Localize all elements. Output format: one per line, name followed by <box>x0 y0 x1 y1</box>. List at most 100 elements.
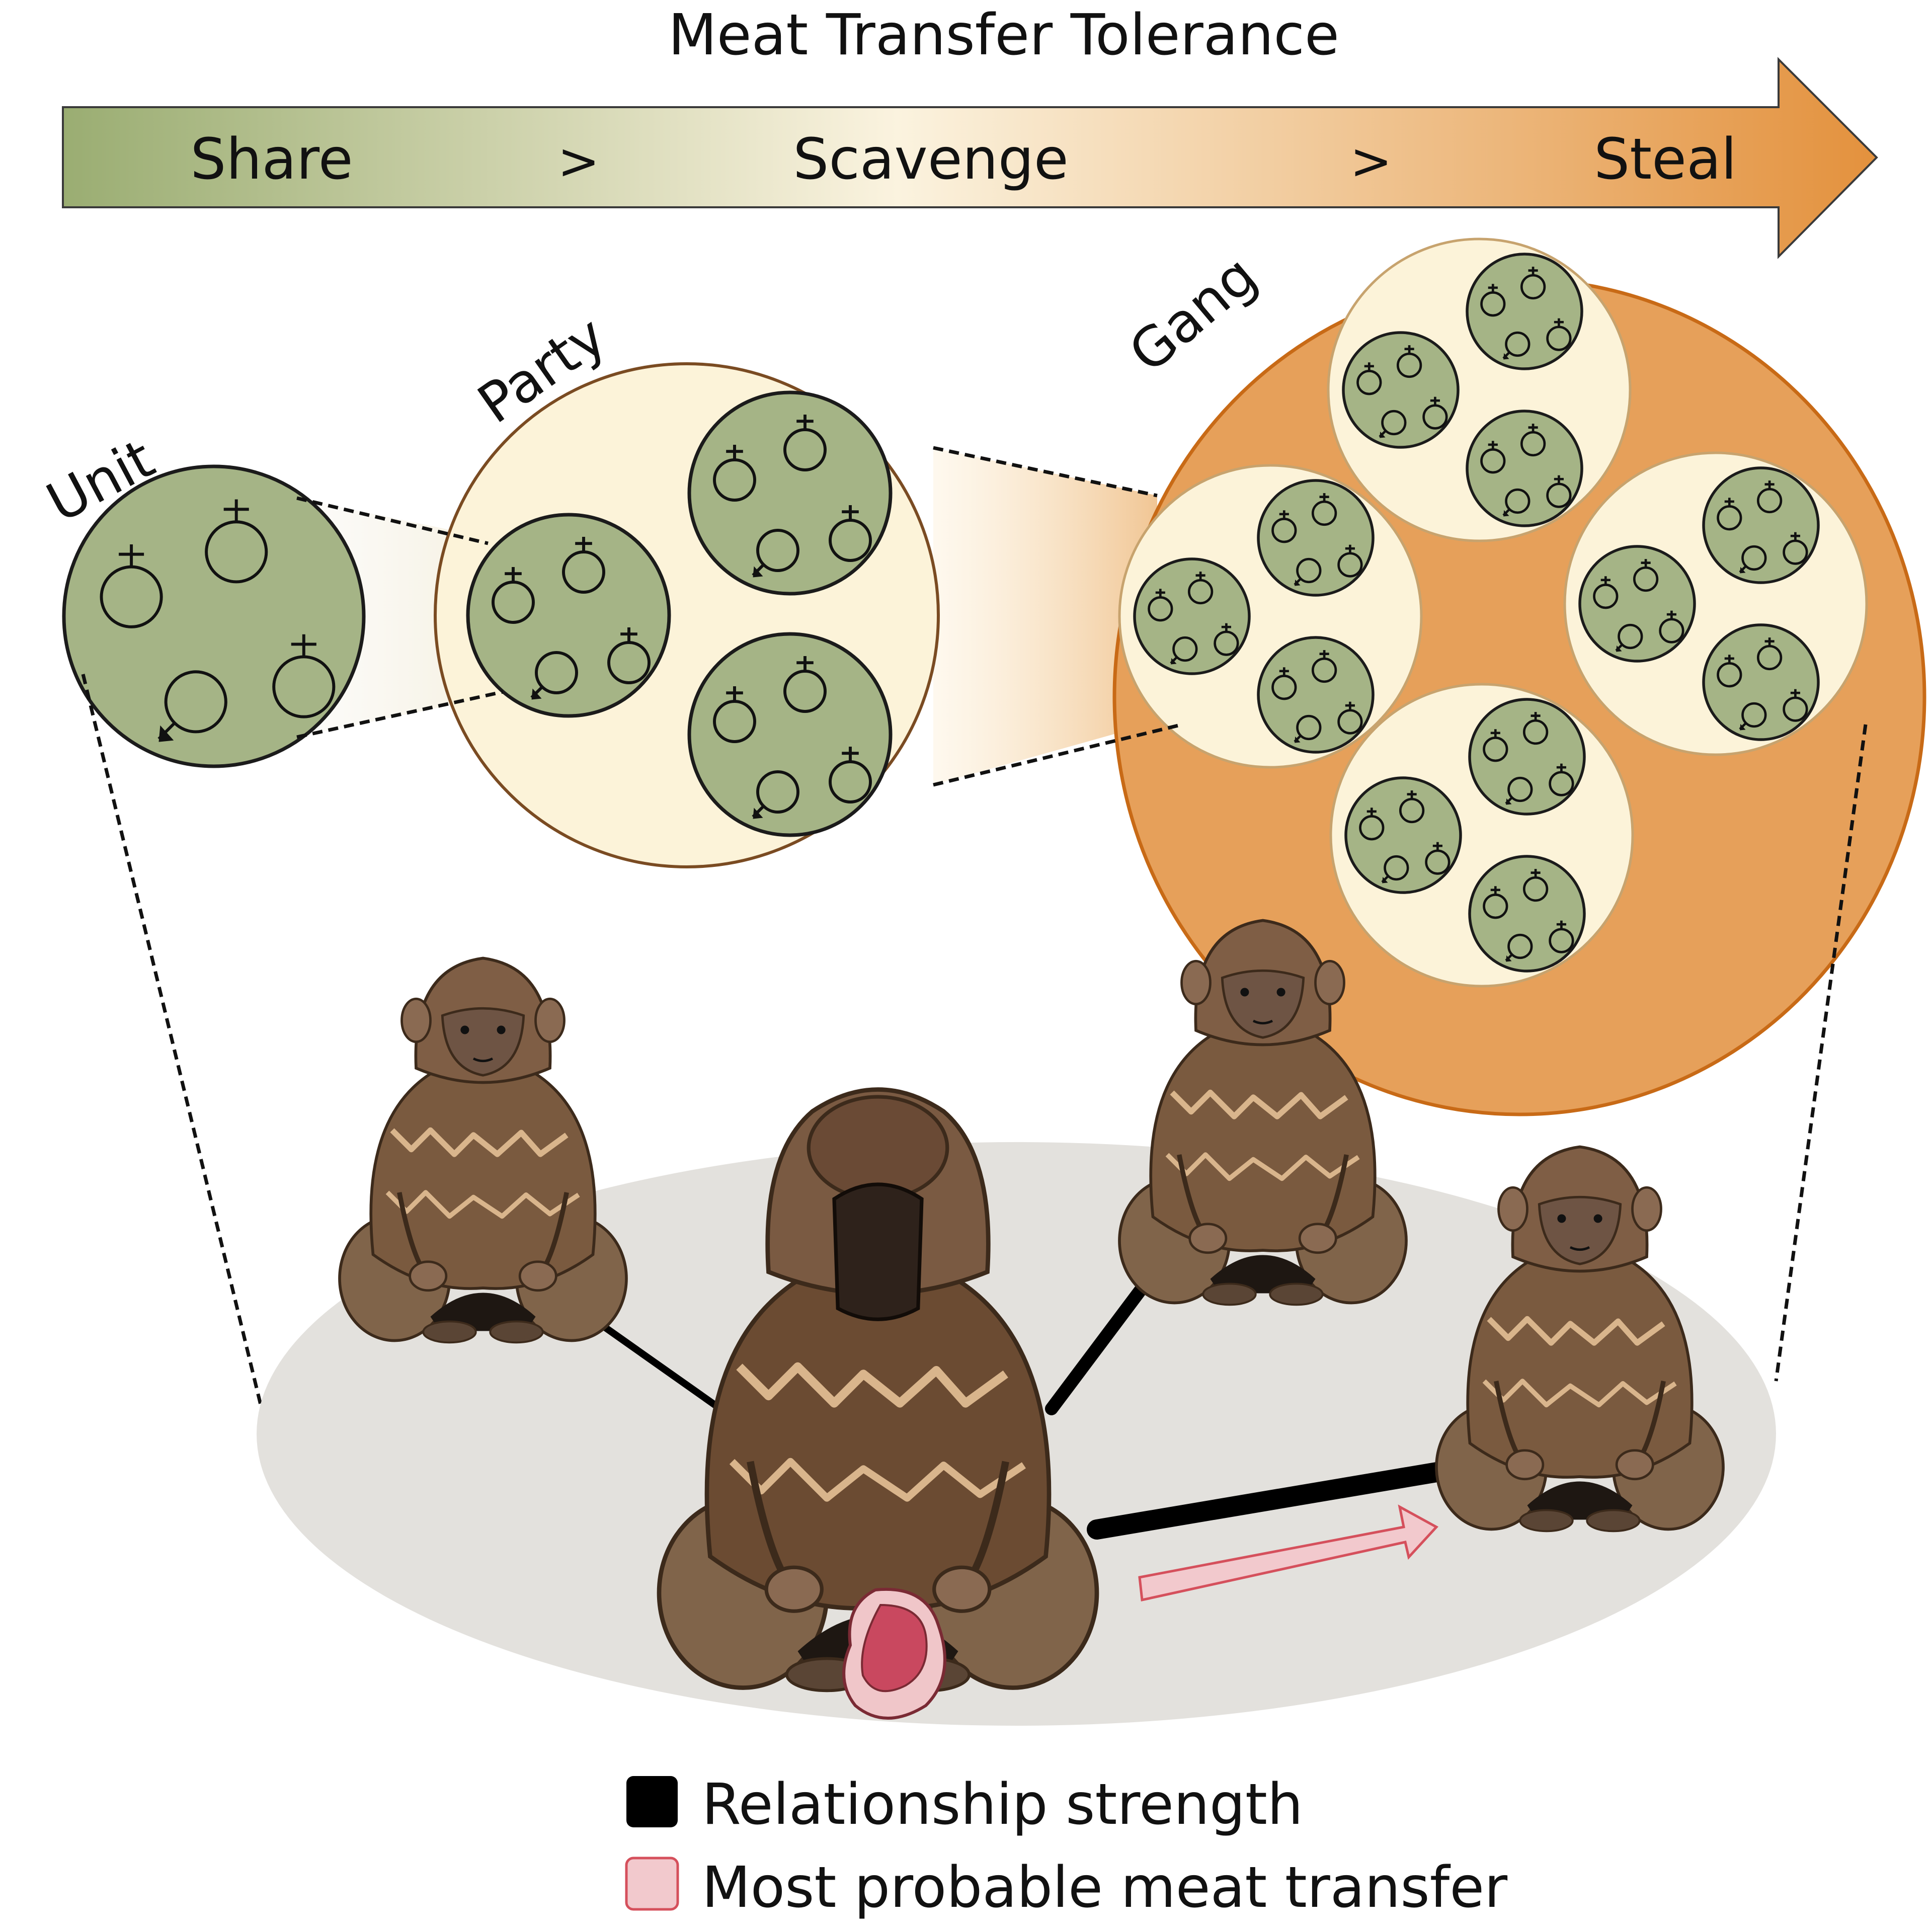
zoom-cone-party-gang <box>933 448 1157 785</box>
male-symbol-icon <box>157 670 227 742</box>
female-symbol-icon <box>205 499 268 584</box>
female-symbol-icon <box>1546 318 1572 351</box>
female-symbol-icon <box>1359 808 1385 841</box>
female-symbol-icon <box>1633 559 1659 592</box>
female-symbol-icon <box>1399 790 1425 824</box>
male-symbol-icon <box>1739 702 1767 731</box>
female-symbol-icon <box>1480 284 1506 317</box>
meat-icon <box>842 1587 946 1720</box>
female-symbol-icon <box>1148 589 1173 622</box>
female-symbol-icon <box>1756 637 1783 671</box>
female-symbol-icon <box>829 505 872 562</box>
female-symbol-icon <box>713 445 756 502</box>
label-gang: Gang <box>1117 244 1268 385</box>
female-symbol-icon <box>1756 480 1783 514</box>
unit-circle <box>1257 636 1375 754</box>
unit-circle <box>1133 557 1251 675</box>
unit-circle <box>687 632 893 837</box>
female-symbol-icon <box>1546 475 1572 508</box>
male-symbol-icon <box>1615 623 1643 652</box>
female-symbol-icon <box>713 686 756 743</box>
unit-circle <box>1344 776 1462 894</box>
baboon-figures <box>338 919 1725 1720</box>
male-symbol-icon <box>1294 557 1322 586</box>
meat-transfer-arrow <box>1138 1504 1438 1602</box>
unit-group <box>62 464 366 768</box>
male-symbol-icon <box>1379 410 1407 438</box>
party-circle <box>1327 237 1632 542</box>
stage-separator-1: > <box>557 132 600 191</box>
party-circle <box>1563 451 1868 756</box>
female-symbol-icon <box>1783 689 1808 722</box>
tolerance-arrow: Share > Scavenge > Steal <box>62 57 1878 259</box>
female-symbol-icon <box>272 634 336 718</box>
male-symbol-icon <box>1502 331 1531 360</box>
unit-circle <box>687 390 893 596</box>
female-symbol-icon <box>1311 650 1337 683</box>
male-symbol-icon <box>1739 545 1767 574</box>
female-symbol-icon <box>1520 267 1546 300</box>
male-symbol-icon <box>752 770 799 819</box>
female-symbol-icon <box>1271 510 1297 543</box>
female-baboon-left <box>338 956 628 1344</box>
stage-label-scavenge: Scavenge <box>793 127 1068 192</box>
female-symbol-icon <box>1522 712 1549 745</box>
unit-circle <box>1342 331 1460 449</box>
party-group <box>434 362 940 868</box>
female-symbol-icon <box>1311 493 1337 526</box>
female-symbol-icon <box>1356 362 1382 395</box>
female-symbol-icon <box>1659 610 1684 643</box>
male-symbol-icon <box>1505 776 1533 805</box>
female-symbol-icon <box>1396 345 1422 378</box>
male-symbol-icon <box>530 651 578 700</box>
female-symbol-icon <box>1483 729 1508 762</box>
female-baboon-top-right <box>1118 919 1408 1306</box>
figure-title: Meat Transfer Tolerance <box>668 3 1339 68</box>
unit-circle <box>1466 410 1583 527</box>
unit-circle <box>1257 479 1375 597</box>
male-symbol-icon <box>1502 488 1531 517</box>
party-circle <box>1329 683 1634 988</box>
unit-circle <box>1702 466 1820 584</box>
gang-circle <box>1112 237 1926 1116</box>
female-symbol-icon <box>1337 544 1363 578</box>
party-circle-large <box>434 362 940 868</box>
female-symbol-icon <box>562 537 605 594</box>
female-symbol-icon <box>1425 842 1451 875</box>
female-symbol-icon <box>1483 886 1508 919</box>
legend-swatch-relationship <box>626 1776 678 1827</box>
unit-circle <box>1702 623 1820 741</box>
female-baboon-right <box>1435 1145 1725 1533</box>
unit-circle <box>62 464 366 768</box>
male-symbol-icon <box>1294 714 1322 743</box>
legend-label-meat-transfer: Most probable meat transfer <box>702 1855 1508 1920</box>
female-symbol-icon <box>1549 920 1574 953</box>
female-symbol-icon <box>783 656 827 713</box>
unit-circle <box>1578 545 1696 663</box>
stage-label-share: Share <box>190 127 353 192</box>
legend-swatch-meat-transfer <box>625 1857 679 1911</box>
stage-separator-2: > <box>1350 132 1392 191</box>
female-symbol-icon <box>1271 667 1297 700</box>
female-symbol-icon <box>100 544 163 628</box>
female-symbol-icon <box>1593 576 1619 609</box>
unit-circle <box>1468 855 1586 973</box>
male-symbol-icon <box>1170 636 1198 665</box>
female-symbol-icon <box>783 415 827 471</box>
stage-label-steal: Steal <box>1594 127 1737 192</box>
female-symbol-icon <box>1522 869 1549 902</box>
zoom-lines <box>81 446 1868 1409</box>
female-symbol-icon <box>492 567 535 624</box>
male-symbol-icon <box>752 529 799 578</box>
female-symbol-icon <box>1422 396 1448 430</box>
female-symbol-icon <box>1717 498 1742 531</box>
female-symbol-icon <box>1783 532 1808 565</box>
female-symbol-icon <box>1337 701 1363 735</box>
legend-label-relationship: Relationship strength <box>702 1772 1303 1837</box>
legend: Relationship strength Most probable meat… <box>625 1772 1508 1920</box>
male-baboon-center <box>657 1087 1099 1693</box>
female-symbol-icon <box>829 747 872 803</box>
unit-circle <box>1468 698 1586 816</box>
